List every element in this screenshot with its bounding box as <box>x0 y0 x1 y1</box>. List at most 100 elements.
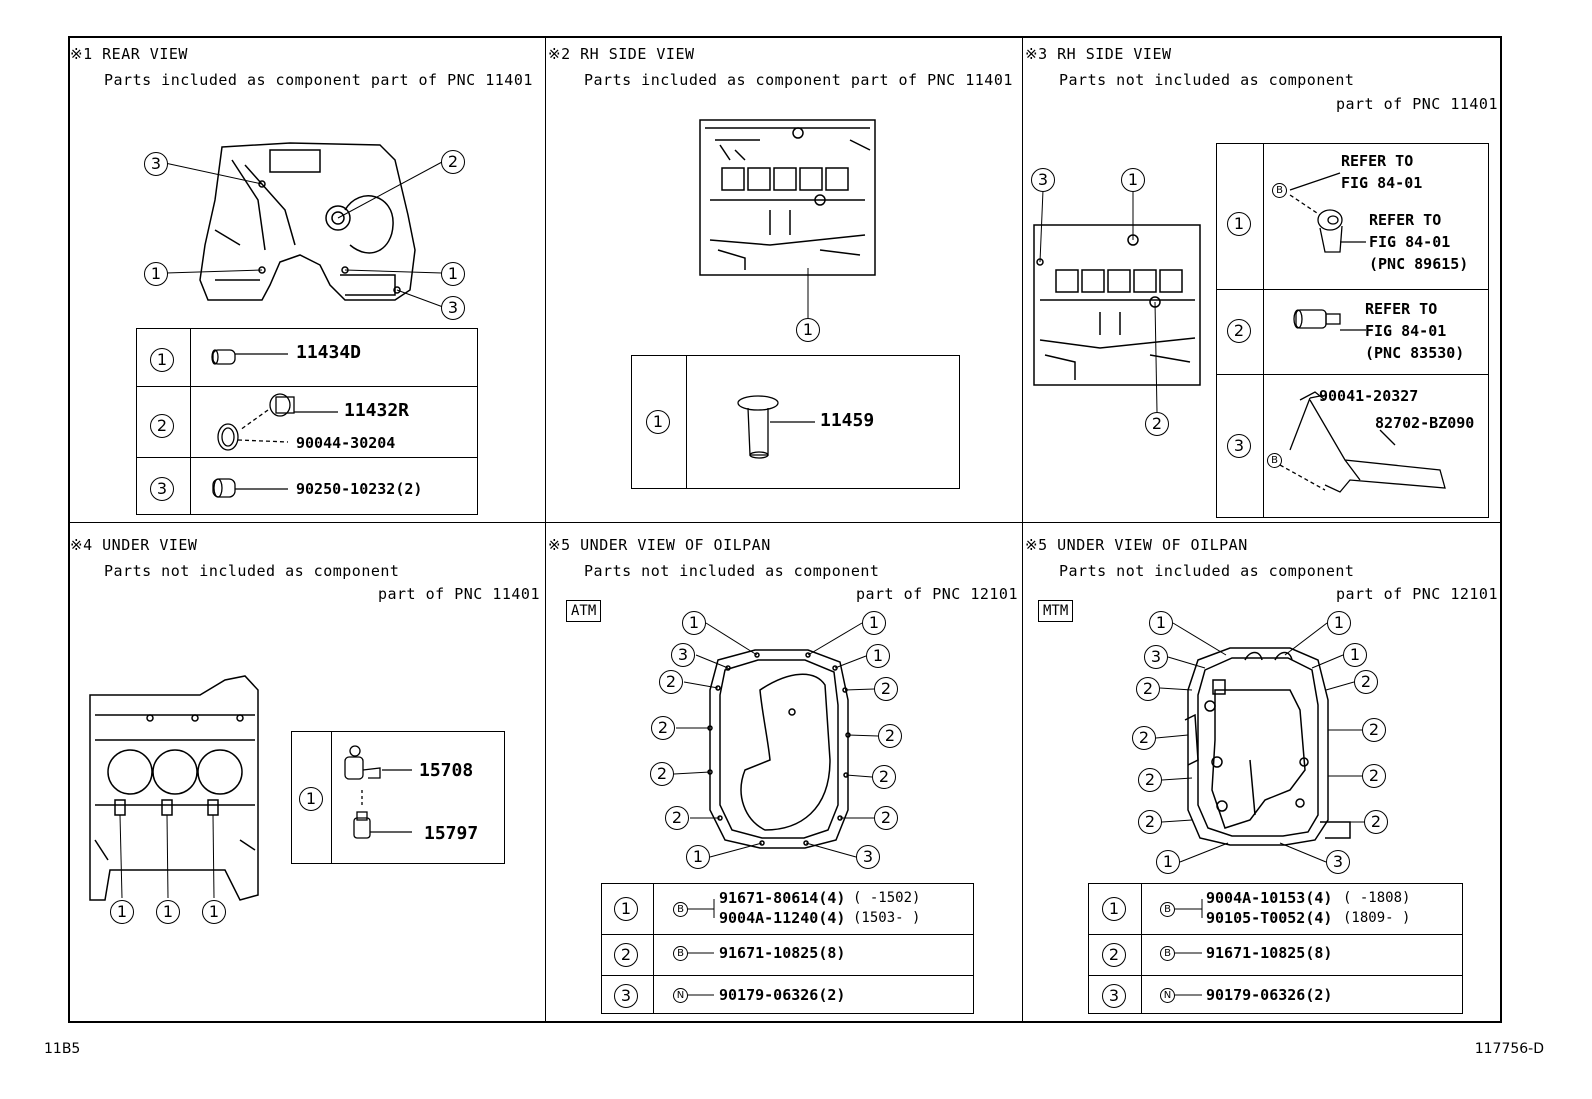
callout-2: 2 <box>874 677 898 701</box>
callout-2: 2 <box>1362 718 1386 742</box>
row-callout-3: 3 <box>1227 434 1251 458</box>
callout-2: 2 <box>1145 412 1169 436</box>
refer-text: (PNC 83530) <box>1365 344 1465 362</box>
part-number: 9004A-11240(4) <box>719 909 846 927</box>
panel4-parts-table <box>291 731 505 864</box>
footer-illustration-id: 117756-D <box>1474 1041 1544 1057</box>
part-number: 15797 <box>424 823 479 844</box>
b-marker: B <box>1267 453 1282 468</box>
callout-1: 1 <box>110 900 134 924</box>
callout-2: 2 <box>1132 726 1156 750</box>
panel2-parts-table <box>631 355 960 489</box>
part-number: 90250-10232(2) <box>296 480 423 498</box>
callout-1: 1 <box>144 262 168 286</box>
oilpan-atm-drawing <box>673 622 879 858</box>
panel6-title: ※5 UNDER VIEW OF OILPAN <box>1025 536 1248 554</box>
row-callout-1: 1 <box>1102 897 1126 921</box>
callout-1: 1 <box>1149 611 1173 635</box>
n-marker: N <box>673 988 688 1003</box>
callout-1: 1 <box>862 611 886 635</box>
panel3-part-icons <box>1279 172 1446 493</box>
divider-v2 <box>1022 36 1023 1023</box>
row-callout-2: 2 <box>614 943 638 967</box>
callout-2: 2 <box>1364 810 1388 834</box>
callout-3: 3 <box>144 152 168 176</box>
part-number: 90041-20327 <box>1319 387 1419 405</box>
row-callout-1: 1 <box>1227 212 1251 236</box>
callout-1: 1 <box>1343 643 1367 667</box>
part-number: 11459 <box>820 410 875 431</box>
b-marker: B <box>673 902 688 917</box>
divider-h <box>68 522 1502 523</box>
refer-text: FIG 84-01 <box>1341 174 1423 192</box>
callout-2: 2 <box>1362 764 1386 788</box>
panel2-note: Parts included as component part of PNC … <box>584 71 1013 89</box>
row-callout-1: 1 <box>614 897 638 921</box>
date-range: (1809- ) <box>1343 910 1411 926</box>
atm-tag: ATM <box>566 600 602 622</box>
part-number: 90179-06326(2) <box>1206 986 1333 1004</box>
panel3-parts-table <box>1216 143 1489 518</box>
part-number: 15708 <box>419 760 474 781</box>
refer-text: REFER TO <box>1341 152 1414 170</box>
callout-2: 2 <box>651 716 675 740</box>
diagram-frame <box>68 36 1502 1023</box>
callout-1: 1 <box>682 611 706 635</box>
panel2-title: ※2 RH SIDE VIEW <box>548 45 695 63</box>
callout-2: 2 <box>659 670 683 694</box>
row-callout-3: 3 <box>1102 984 1126 1008</box>
callout-1: 1 <box>1121 168 1145 192</box>
part-number: 11434D <box>296 342 362 363</box>
under-view-drawing <box>89 675 259 901</box>
panel1-title: ※1 REAR VIEW <box>70 45 188 63</box>
callout-2: 2 <box>1138 768 1162 792</box>
row-callout-2: 2 <box>1102 943 1126 967</box>
row-callout-2: 2 <box>1227 319 1251 343</box>
panel4-part-icons <box>344 745 412 839</box>
panel4-note-2: part of PNC 11401 <box>377 585 540 603</box>
callout-1: 1 <box>686 845 710 869</box>
refer-text: (PNC 89615) <box>1369 255 1469 273</box>
panel3-note-2: part of PNC 11401 <box>1335 95 1498 113</box>
callout-2: 2 <box>878 724 902 748</box>
panel5-note: Parts not included as component <box>584 562 880 580</box>
part-number: 90044-30204 <box>296 434 396 452</box>
callout-3: 3 <box>1144 645 1168 669</box>
callout-2: 2 <box>874 806 898 830</box>
panel4-title: ※4 UNDER VIEW <box>70 536 198 554</box>
part-number: 91671-10825(8) <box>719 944 846 962</box>
callout-2: 2 <box>441 150 465 174</box>
rh-side-view-drawing-2 <box>1033 189 1201 413</box>
divider-v1 <box>545 36 546 1023</box>
panel6-note: Parts not included as component <box>1059 562 1355 580</box>
panel1-note: Parts included as component part of PNC … <box>104 71 533 89</box>
callout-2: 2 <box>650 762 674 786</box>
b-marker: B <box>1160 946 1175 961</box>
callout-2: 2 <box>872 765 896 789</box>
callout-3: 3 <box>1326 850 1350 874</box>
panel3-note: Parts not included as component <box>1059 71 1355 89</box>
rh-side-view-drawing <box>699 119 876 318</box>
callout-2: 2 <box>1138 810 1162 834</box>
panel3-title: ※3 RH SIDE VIEW <box>1025 45 1172 63</box>
b-marker: B <box>673 946 688 961</box>
row-callout-1: 1 <box>299 787 323 811</box>
panel5-leader-lines <box>688 899 715 996</box>
part-number: 90105-T0052(4) <box>1206 909 1333 927</box>
oilpan-mtm-drawing <box>1155 622 1364 863</box>
row-callout-1: 1 <box>646 410 670 434</box>
callout-1: 1 <box>202 900 226 924</box>
row-callout-1: 1 <box>150 348 174 372</box>
refer-text: FIG 84-01 <box>1369 233 1451 251</box>
row-callout-3: 3 <box>150 477 174 501</box>
row-callout-3: 3 <box>614 984 638 1008</box>
panel5-title: ※5 UNDER VIEW OF OILPAN <box>548 536 771 554</box>
callout-3: 3 <box>441 296 465 320</box>
callout-3: 3 <box>856 845 880 869</box>
panel5-note-2: part of PNC 12101 <box>855 585 1018 603</box>
date-range: (1503- ) <box>853 910 921 926</box>
callout-3: 3 <box>671 643 695 667</box>
panel1-parts-table <box>136 328 478 515</box>
rear-view-drawing <box>164 142 444 308</box>
date-range: ( -1808) <box>1343 890 1411 906</box>
